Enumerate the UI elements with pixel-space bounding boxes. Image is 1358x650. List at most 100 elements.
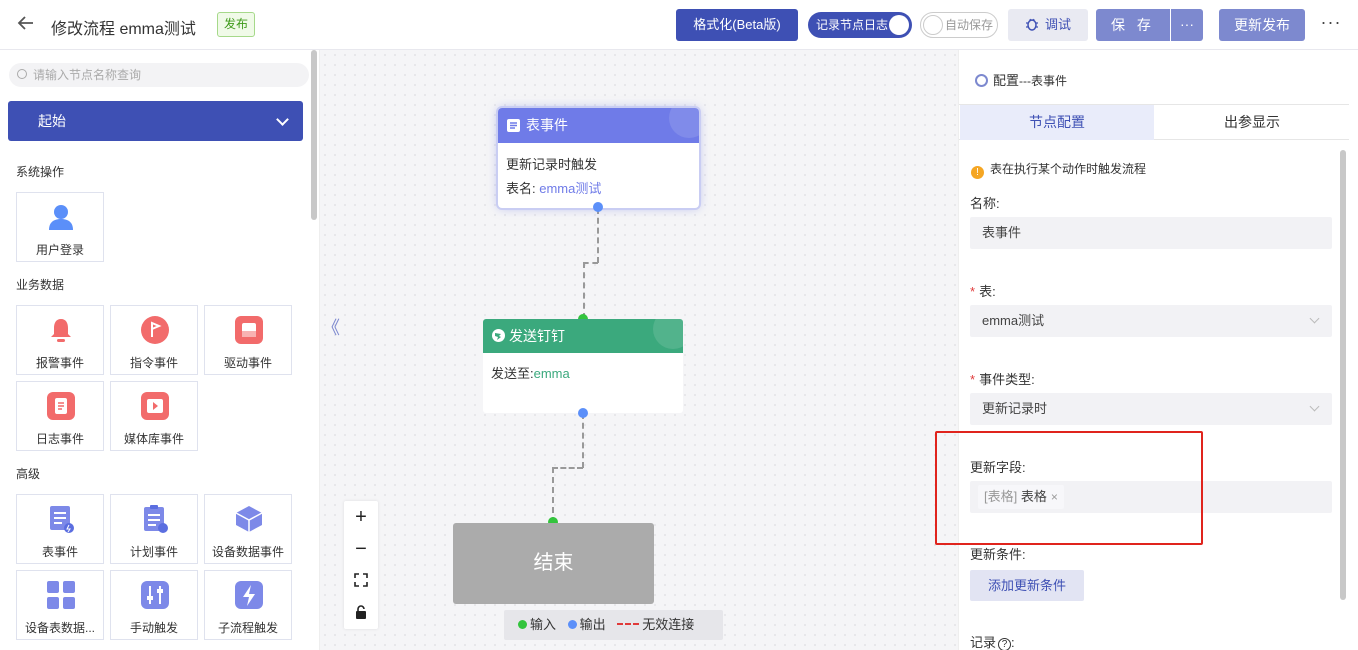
node-header: 发送钉钉 <box>483 319 683 353</box>
palette-item-label: 计划事件 <box>129 545 178 559</box>
tab-node-config[interactable]: 节点配置 <box>960 105 1154 140</box>
table-select[interactable]: emma测试 <box>970 305 1332 337</box>
output-port[interactable] <box>593 202 603 212</box>
palette-item-manual-trigger[interactable]: 手动触发 <box>110 570 198 640</box>
tab-output-params[interactable]: 出参显示 <box>1224 114 1280 130</box>
input-dot-icon <box>518 620 527 629</box>
table-select-value: emma测试 <box>982 313 1045 328</box>
remove-tag-icon[interactable]: × <box>1050 490 1058 504</box>
collapse-sidebar-icon[interactable]: 《 <box>322 318 340 338</box>
help-icon[interactable]: ? <box>998 638 1012 650</box>
back-arrow-icon[interactable] <box>17 14 39 36</box>
palette-item-command-event[interactable]: 指令事件 <box>110 305 198 375</box>
palette-item-label: 报警事件 <box>35 356 84 370</box>
record-label: 记录?: <box>970 635 1015 650</box>
palette-item-label: 指令事件 <box>129 356 178 370</box>
node-palette-sidebar: 请输入节点名称查询 起始 系统操作 用户登录 业务数据 报警事件 指令事件 驱动… <box>0 50 320 650</box>
update-condition-label: 更新条件: <box>970 547 1026 562</box>
table-name-link: emma测试 <box>539 181 602 196</box>
lock-icon[interactable] <box>344 597 378 629</box>
list-icon <box>507 119 520 132</box>
end-node[interactable]: 结束 <box>453 523 654 604</box>
save-button[interactable]: 保 存 <box>1096 9 1170 41</box>
palette-item-alarm-event[interactable]: 报警事件 <box>16 305 104 375</box>
zoom-controls: + − <box>344 501 378 629</box>
connector-line <box>583 262 598 264</box>
palette-item-driver-event[interactable]: 驱动事件 <box>204 305 292 375</box>
chevron-down-icon <box>1309 401 1320 412</box>
gear-icon <box>975 74 988 87</box>
node-title: 表事件 <box>526 117 568 133</box>
header-decoration <box>669 108 699 138</box>
node-title: 发送钉钉 <box>509 328 565 344</box>
palette-item-plan-event[interactable]: 计划事件 <box>110 494 198 564</box>
send-to-value: emma <box>533 366 570 381</box>
config-panel: 配置---表事件 节点配置 出参显示 !表在执行某个动作时触发流程 名称: 表事… <box>958 50 1358 650</box>
node-search-input[interactable]: 请输入节点名称查询 <box>9 63 309 87</box>
add-condition-button[interactable]: 添加更新条件 <box>970 570 1084 601</box>
name-input[interactable]: 表事件 <box>970 217 1332 249</box>
panel-scrollbar[interactable] <box>1340 150 1346 600</box>
output-port[interactable] <box>578 408 588 418</box>
plan-icon <box>144 505 168 533</box>
event-type-label-text: 事件类型: <box>979 372 1035 387</box>
table-event-node[interactable]: 表事件 更新记录时触发 表名: emma测试 <box>498 108 699 208</box>
table-label: 表名: <box>506 181 540 196</box>
publish-status-badge: 发布 <box>217 12 256 37</box>
palette-item-table-event[interactable]: 表事件 <box>16 494 104 564</box>
palette-item-label: 子流程触发 <box>217 621 278 635</box>
chevron-down-icon <box>276 113 289 126</box>
save-more-button[interactable]: ··· <box>1171 9 1203 41</box>
connection-legend: 输入 输出 无效连接 <box>504 610 723 640</box>
palette-item-label: 设备表数据... <box>24 621 95 635</box>
palette-item-subflow-trigger[interactable]: 子流程触发 <box>204 570 292 640</box>
flag-icon <box>141 316 169 344</box>
start-category-label: 起始 <box>38 113 66 129</box>
update-publish-button[interactable]: 更新发布 <box>1219 9 1305 41</box>
palette-item-label: 表事件 <box>41 545 78 559</box>
grid-icon <box>47 581 75 609</box>
fit-view-icon[interactable] <box>344 565 378 597</box>
update-fields-select[interactable]: [表格] 表格× <box>970 481 1332 513</box>
more-menu-icon[interactable]: ··· <box>1320 12 1342 32</box>
debug-button[interactable]: 调试 <box>1008 9 1088 41</box>
dingtalk-node[interactable]: 发送钉钉 发送至:emma <box>483 319 683 413</box>
event-type-select[interactable]: 更新记录时 <box>970 393 1332 425</box>
hint-text: 表在执行某个动作时触发流程 <box>990 162 1147 176</box>
log-nodes-toggle[interactable]: 记录节点日志 <box>808 12 912 38</box>
invalid-line-icon <box>617 623 640 625</box>
legend-output: 输出 <box>579 617 606 632</box>
flow-canvas[interactable]: 《 表事件 更新记录时触发 表名: emma测试 发送钉钉 发送至:emma 结… <box>320 50 958 650</box>
palette-item-log-event[interactable]: 日志事件 <box>16 381 104 451</box>
field-tag-type: [表格] <box>984 489 1018 504</box>
event-type-label: *事件类型: <box>970 372 1035 387</box>
connector-line <box>597 208 599 263</box>
autosave-toggle[interactable]: 自动保存 <box>920 12 998 38</box>
top-bar: 修改流程 emma测试 发布 格式化(Beta版) 记录节点日志 自动保存 调试… <box>0 0 1358 50</box>
zoom-out-icon[interactable]: − <box>355 538 367 560</box>
record-label-text: 记录 <box>970 635 997 650</box>
sidebar-scrollbar[interactable] <box>311 50 317 220</box>
search-placeholder: 请输入节点名称查询 <box>33 68 142 82</box>
connector-line <box>552 467 554 523</box>
toggle-knob <box>889 15 909 35</box>
drive-icon <box>235 316 263 344</box>
table-label-text: 表: <box>979 284 996 299</box>
clipboard-icon <box>47 392 75 420</box>
dingtalk-icon <box>492 329 505 342</box>
palette-item-device-data-event[interactable]: 设备数据事件 <box>204 494 292 564</box>
zoom-in-icon[interactable]: + <box>355 506 367 528</box>
send-to-label: 发送至: <box>491 366 534 381</box>
header-decoration <box>653 319 683 349</box>
start-category-select[interactable]: 起始 <box>8 101 303 141</box>
panel-tabs: 节点配置 出参显示 <box>959 104 1349 140</box>
palette-item-user-login[interactable]: 用户登录 <box>16 192 104 262</box>
connector-line <box>583 262 585 319</box>
input-port[interactable] <box>548 517 558 527</box>
panel-title: 配置---表事件 <box>975 70 1067 89</box>
format-button[interactable]: 格式化(Beta版) <box>676 9 798 41</box>
section-title-system: 系统操作 <box>16 165 65 179</box>
palette-item-label: 日志事件 <box>35 432 84 446</box>
palette-item-media-event[interactable]: 媒体库事件 <box>110 381 198 451</box>
palette-item-device-table-data[interactable]: 设备表数据... <box>16 570 104 640</box>
